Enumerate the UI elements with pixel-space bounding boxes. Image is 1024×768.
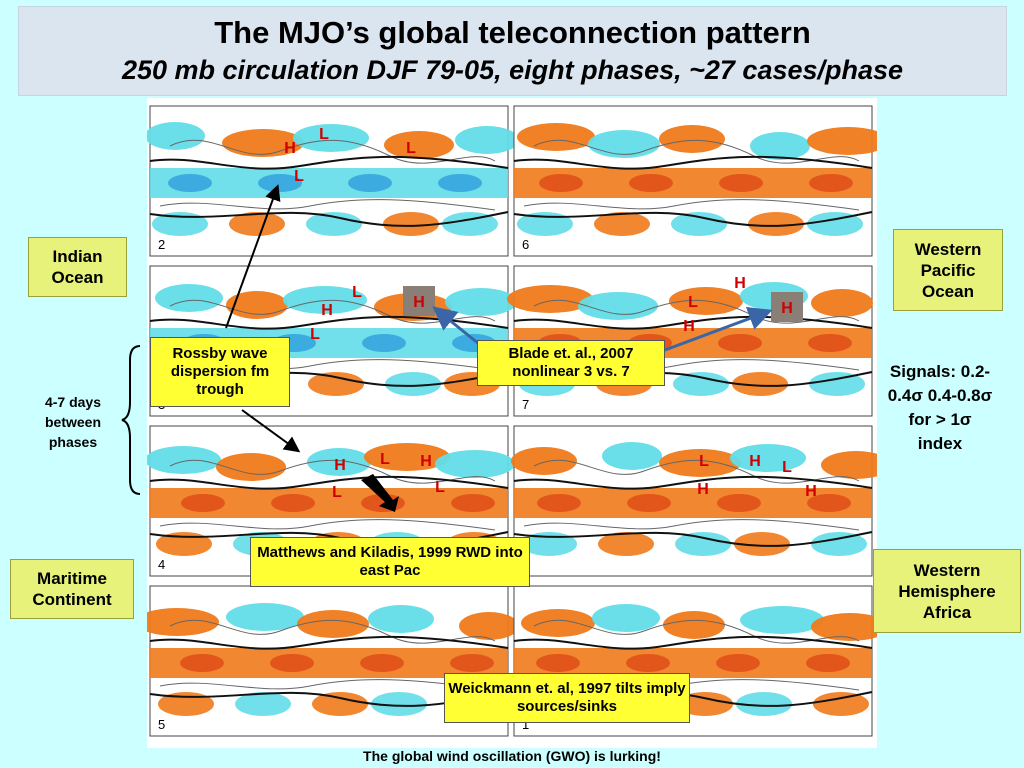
high-label: H [734, 275, 746, 292]
phase-map-grid: 2HLLL63LHL7HLH4HLHLL8LHLHH51HH [147, 98, 877, 748]
boxed-high-label: H [781, 300, 793, 317]
high-label: H [334, 457, 346, 474]
phase-number: 1 [522, 717, 529, 732]
low-label: L [406, 140, 416, 157]
low-label: L [294, 168, 304, 185]
weickmann-callout: Weickmann et. al, 1997 tilts imply sourc… [444, 673, 690, 723]
phase-interval-note: 4-7 days between phases [44, 394, 102, 450]
phase-number: 4 [158, 557, 165, 572]
boxed-high-marker [771, 292, 803, 322]
phase-number: 6 [522, 237, 529, 252]
high-label: H [683, 318, 695, 335]
maritime-continent-label: Maritime Continent [10, 559, 134, 619]
high-label: H [420, 453, 432, 470]
phase-maps-canvas: 2HLLL63LHL7HLH4HLHLL8LHLHH51HH [147, 105, 877, 737]
low-label: L [435, 479, 445, 496]
page-subtitle: 250 mb circulation DJF 79-05, eight phas… [121, 55, 904, 85]
rossby-wave-callout: Rossby wave dispersion fm trough [150, 337, 290, 407]
high-label: H [697, 481, 709, 498]
phase-6-map: 6 [513, 105, 877, 257]
phase-8-map: 8LHLHH [511, 425, 877, 577]
high-label: H [749, 453, 761, 470]
phase-number: 5 [158, 717, 165, 732]
low-label: L [352, 284, 362, 301]
high-label: H [284, 140, 296, 157]
low-label: L [380, 451, 390, 468]
title-box: The MJO’s global teleconnection pattern … [18, 6, 1007, 96]
low-label: L [332, 484, 342, 501]
matthews-arrow [361, 474, 399, 512]
low-label: L [782, 459, 792, 476]
matthews-kiladis-callout: Matthews and Kiladis, 1999 RWD into east… [250, 537, 530, 587]
phase-number: 7 [522, 397, 529, 412]
western-pacific-label: Western Pacific Ocean [893, 229, 1003, 311]
blade-arrow-right [664, 307, 773, 352]
low-label: L [310, 326, 320, 343]
phase-number: 2 [158, 237, 165, 252]
curly-brace [121, 345, 141, 495]
blade-callout: Blade et. al., 2007 nonlinear 3 vs. 7 [477, 340, 665, 386]
indian-ocean-label: Indian Ocean [28, 237, 127, 297]
low-label: L [688, 294, 698, 311]
rossby-arrow [225, 184, 281, 329]
high-label: H [321, 302, 333, 319]
boxed-high-label: H [413, 294, 425, 311]
boxed-high-marker [403, 286, 435, 316]
low-label: L [319, 126, 329, 143]
blade-arrow-left [432, 306, 480, 346]
low-label: L [699, 453, 709, 470]
high-label: H [805, 483, 817, 500]
rossby-arrow-lower [241, 409, 301, 453]
page-title: The MJO’s global teleconnection pattern [214, 15, 811, 50]
signals-note: Signals: 0.2-0.4σ 0.4-0.8σ for > 1σ inde… [887, 362, 993, 453]
footer-note: The global wind oscillation (GWO) is lur… [363, 748, 661, 764]
western-hemisphere-africa-label: Western Hemisphere Africa [873, 549, 1021, 633]
